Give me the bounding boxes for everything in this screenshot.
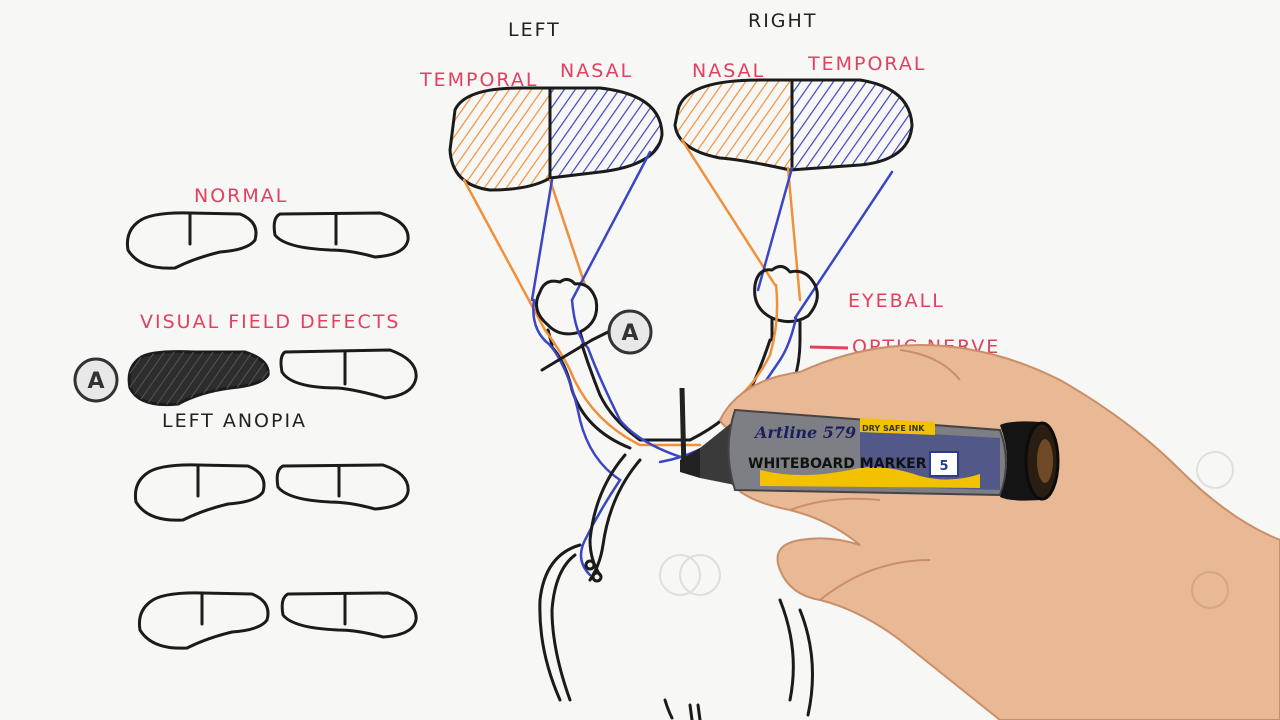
marker-brand: Artline 579 xyxy=(753,423,856,442)
faint-background-sketches xyxy=(659,451,1234,609)
drawn-stroke xyxy=(679,387,687,471)
normal-label: NORMAL xyxy=(194,185,288,207)
lesion-a-circle xyxy=(607,309,653,355)
optic-pathway xyxy=(532,283,814,720)
left-visual-field xyxy=(448,86,664,192)
marker-tag: DRY SAFE INK xyxy=(862,424,925,433)
lesion-a-letter: A xyxy=(621,321,638,346)
right-eye-title: RIGHT xyxy=(748,10,817,32)
lesion-a-marker: A xyxy=(540,309,653,372)
right-nasal-hatch xyxy=(675,80,792,170)
marker-label: WHITEBOARD MARKER xyxy=(748,456,927,472)
light-rays xyxy=(462,138,894,332)
blank-fields-row-3 xyxy=(134,463,410,522)
left-nasal-hatch xyxy=(550,88,662,190)
right-visual-field xyxy=(673,78,914,172)
right-nasal-label: NASAL xyxy=(692,60,765,82)
left-nasal-label: NASAL xyxy=(560,60,633,82)
hand xyxy=(718,343,1280,720)
left-eye-title: LEFT xyxy=(508,19,561,41)
whiteboard-marker: DRY SAFE INK Artline 579 WHITEBOARD MARK… xyxy=(679,387,1060,501)
marker-tip-size: 5 xyxy=(939,459,948,474)
marker-yellow-band xyxy=(760,467,980,488)
marker-size-badge xyxy=(929,451,959,477)
eyeball-label: EYEBALL xyxy=(848,290,945,312)
blank-fields-row-4 xyxy=(138,591,418,650)
left-anopia-label: LEFT ANOPIA xyxy=(162,410,307,432)
defect-a-letter: A xyxy=(87,369,104,394)
defect-a-circle xyxy=(73,357,119,403)
right-eyeball xyxy=(753,265,819,342)
left-temporal-label: TEMPORAL xyxy=(419,69,538,91)
left-eyeball xyxy=(534,277,599,347)
defect-a-fields: A xyxy=(73,348,418,407)
left-temporal-hatch xyxy=(450,88,550,190)
lesion-a-cut xyxy=(540,338,594,372)
visual-field-defects-label: VISUAL FIELD DEFECTS xyxy=(140,311,401,333)
marker-nib-cone xyxy=(700,420,735,485)
right-temporal-label: TEMPORAL xyxy=(807,53,926,75)
optic-nerve-pointer xyxy=(809,345,849,350)
normal-fields xyxy=(126,211,410,270)
